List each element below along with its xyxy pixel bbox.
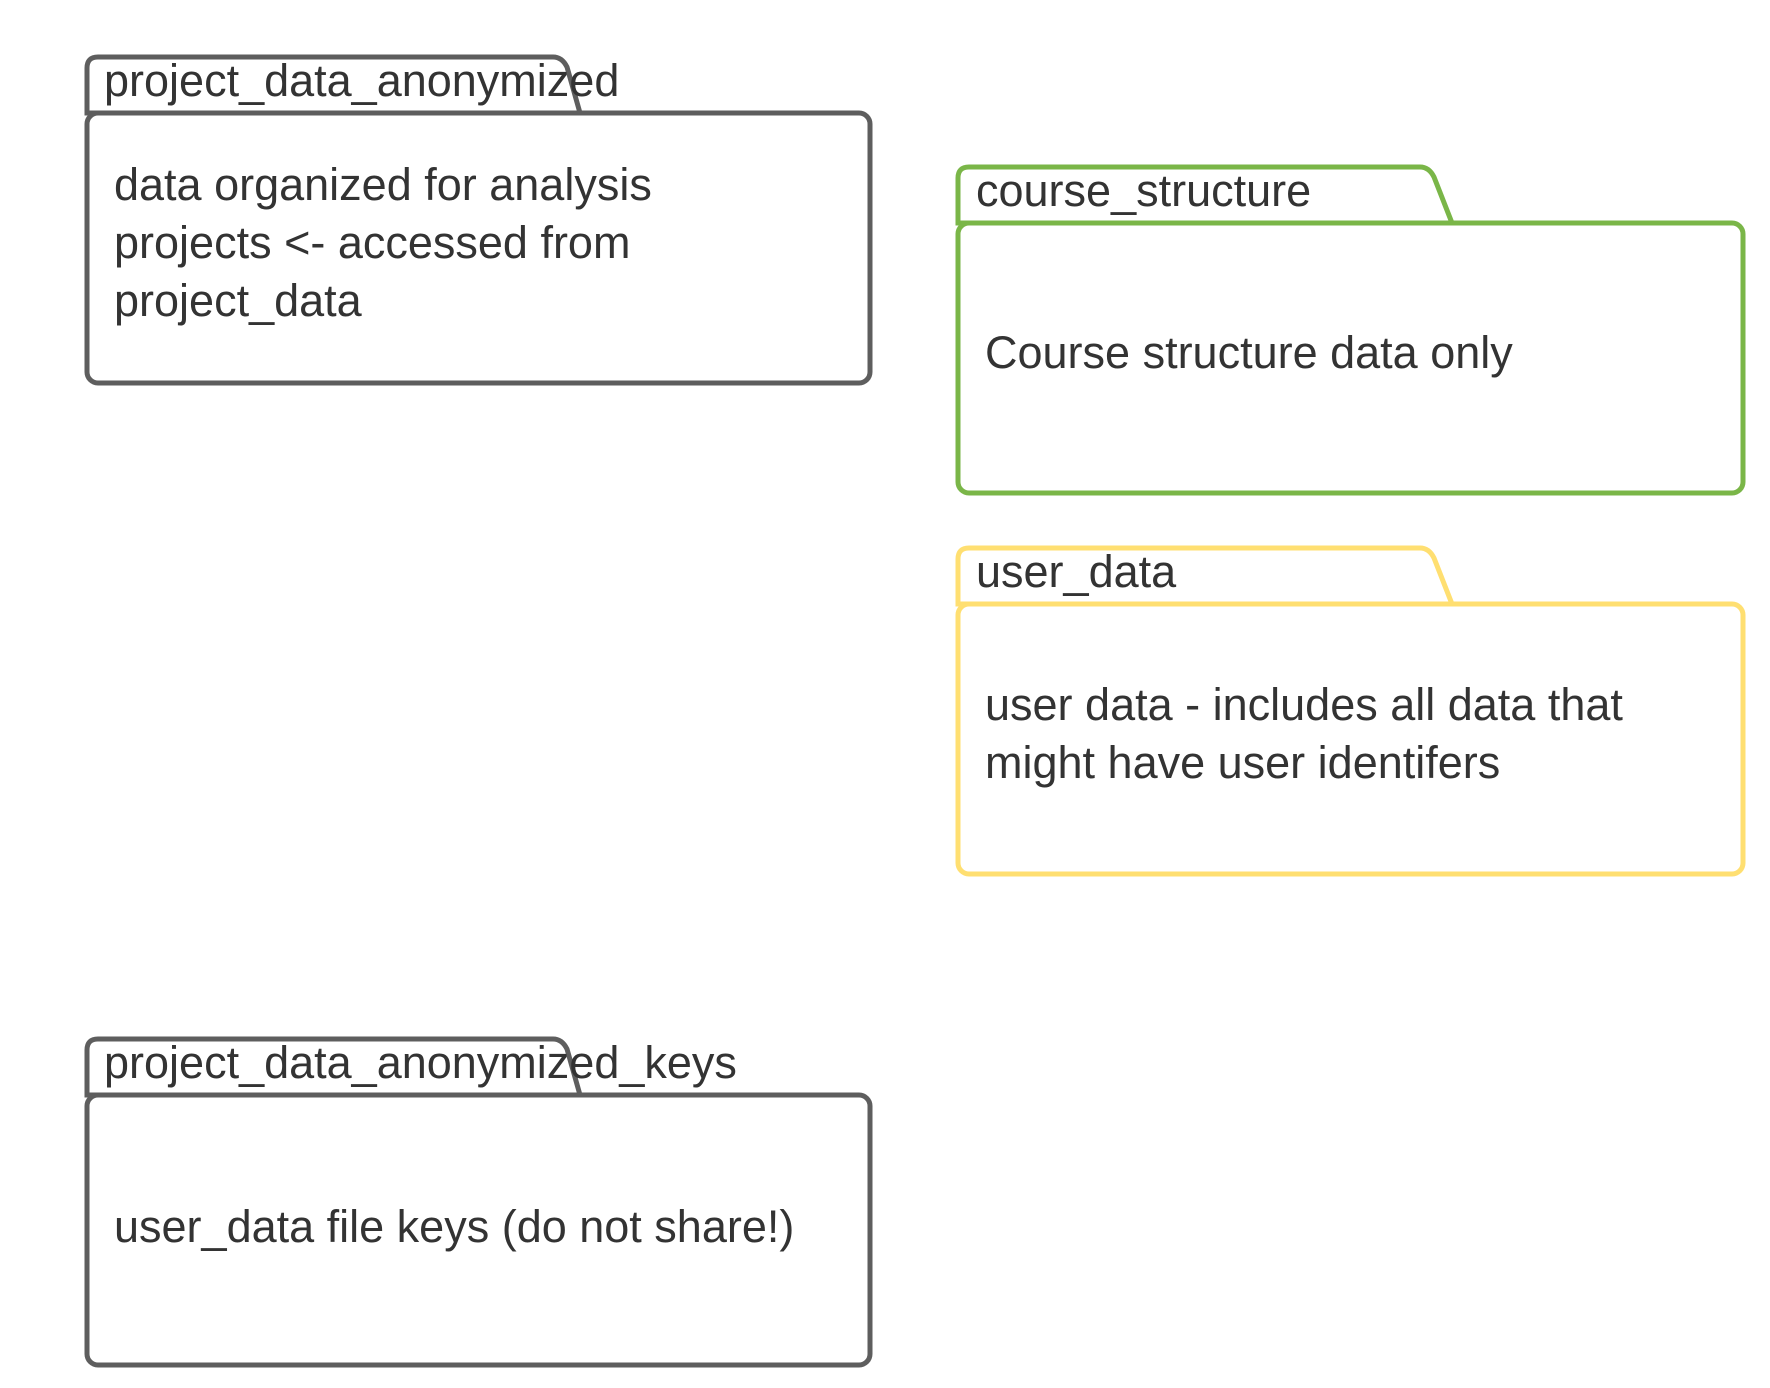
package-description: user_data file keys (do not share!)	[114, 1201, 794, 1252]
package-tab	[955, 545, 1456, 607]
package-tab	[84, 1036, 584, 1098]
package-body	[84, 1092, 873, 1368]
package-project-data-anonymized[interactable]: project_data_anonymized data organized f…	[84, 54, 873, 386]
package-description: data organized for analysis projects <- …	[114, 159, 664, 326]
package-label: project_data_anonymized_keys	[104, 1037, 737, 1088]
package-course-structure[interactable]: course_structure Course structure data o…	[955, 164, 1746, 496]
package-label: course_structure	[976, 165, 1311, 216]
package-description: Course structure data only	[985, 327, 1513, 378]
package-label: user_data	[976, 546, 1177, 597]
package-tab	[84, 54, 584, 116]
package-label: project_data_anonymized	[104, 55, 619, 106]
package-body	[84, 110, 873, 386]
package-body	[955, 601, 1746, 877]
package-body	[955, 220, 1746, 496]
package-tab	[955, 164, 1456, 226]
package-description: user data - includes all data that might…	[985, 679, 1635, 788]
package-user-data[interactable]: user_data user data - includes all data …	[955, 545, 1746, 877]
package-project-data-anonymized-keys[interactable]: project_data_anonymized_keys user_data f…	[84, 1036, 873, 1368]
